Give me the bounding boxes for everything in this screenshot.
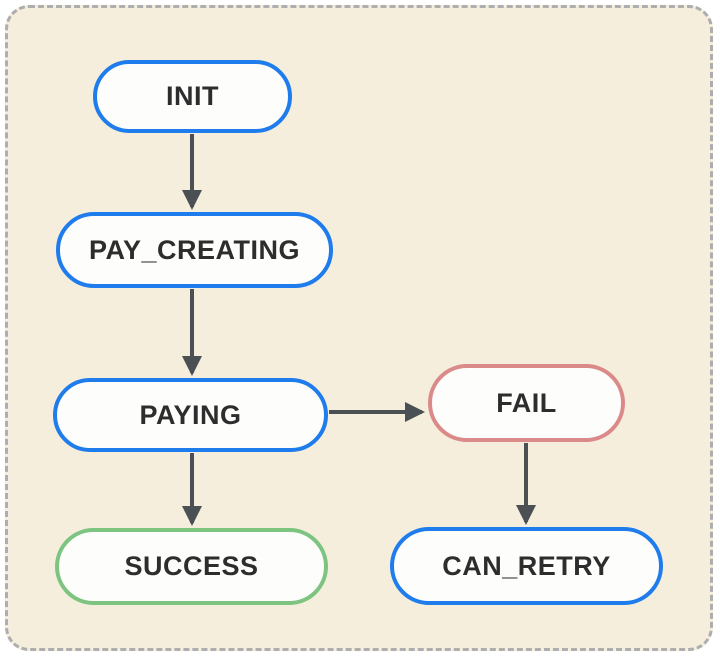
state-node-init: INIT	[93, 60, 292, 133]
state-node-success: SUCCESS	[55, 528, 328, 605]
state-node-pay-creating: PAY_CREATING	[56, 212, 333, 288]
state-node-paying: PAYING	[53, 378, 328, 452]
state-node-fail: FAIL	[428, 364, 625, 442]
state-node-can-retry: CAN_RETRY	[390, 527, 663, 605]
